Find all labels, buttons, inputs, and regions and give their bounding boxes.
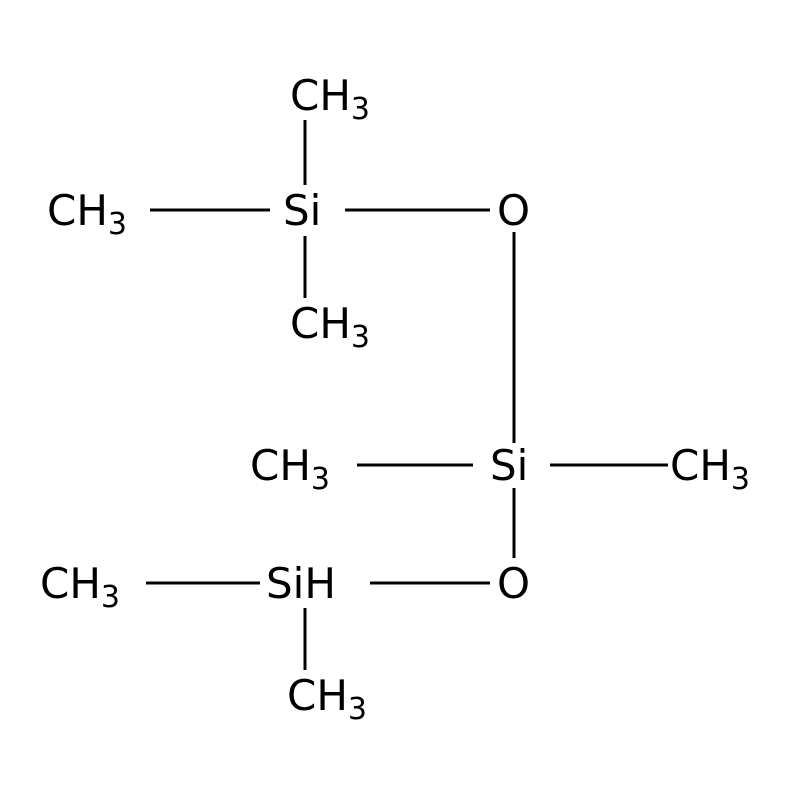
atom-label-si1-top-methyl: CH3 [290,71,370,127]
atom-label-si2-left-methyl: CH3 [250,441,330,497]
atom-label-si3: SiH [266,559,336,608]
atom-label-si1-bottom-methyl: CH3 [290,299,370,355]
atom-label-si2: Si [490,441,528,490]
atom-labels: CH3 CH3 Si O CH3 CH3 Si CH3 CH3 SiH O CH… [40,71,750,727]
atom-label-si1: Si [283,186,321,235]
atom-label-si2-right-methyl: CH3 [670,441,750,497]
atom-label-o1: O [497,186,530,235]
atom-label-si3-bottom-methyl: CH3 [287,671,367,727]
atom-label-si3-left-methyl: CH3 [40,559,120,615]
bonds [146,120,668,670]
atom-label-si1-left-methyl: CH3 [47,186,127,242]
atom-label-o2: O [497,559,530,608]
